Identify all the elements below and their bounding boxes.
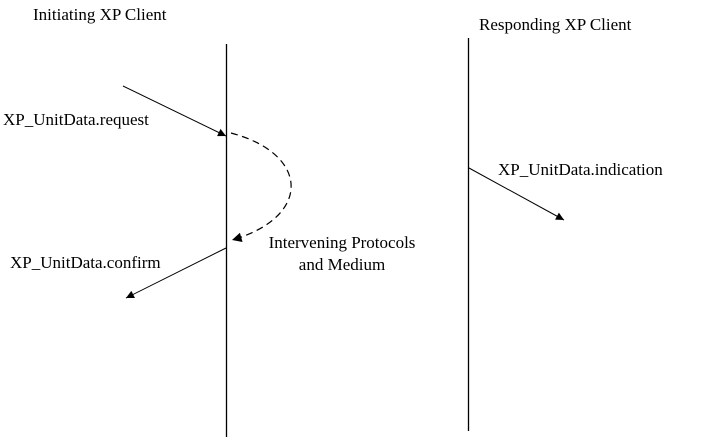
indication-arrow [468, 167, 565, 221]
intervening-medium-note-line2: and Medium [298, 255, 386, 274]
medium-transit-curve [230, 132, 292, 242]
request-message-label: XP_UnitData.request [3, 110, 149, 129]
indication-message-label: XP_UnitData.indication [498, 160, 663, 179]
confirm-message-label: XP_UnitData.confirm [10, 253, 161, 272]
responding-client-title: Responding XP Client [479, 15, 632, 34]
intervening-medium-note-line1: Intervening Protocols [268, 233, 416, 252]
initiating-client-title: Initiating XP Client [33, 5, 167, 24]
confirm-arrow [125, 247, 227, 299]
intervening-medium-note: Intervening Protocols and Medium [250, 232, 434, 276]
request-arrow [122, 85, 227, 137]
